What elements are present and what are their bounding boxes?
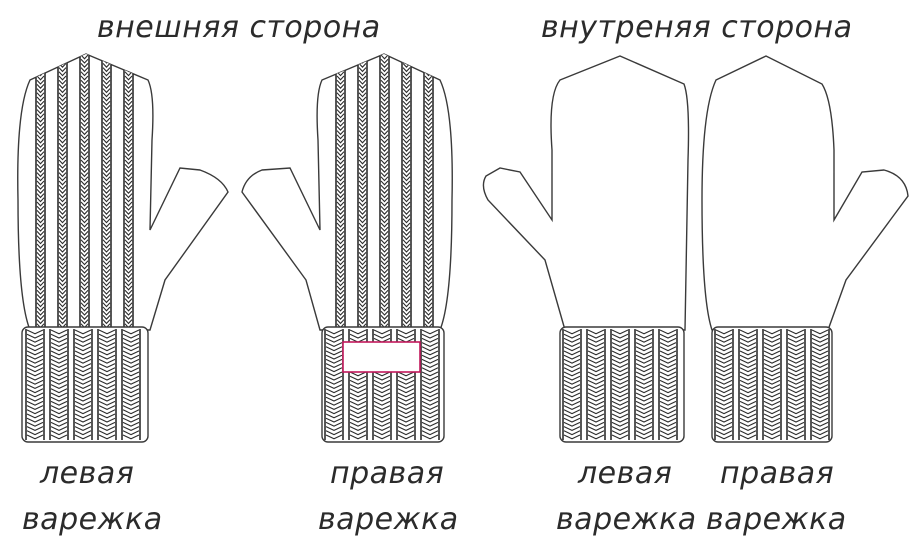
inner-left-cuff-rib-5 <box>658 329 678 440</box>
outer-right-cuff-rib-1 <box>324 329 344 440</box>
heading-outer-side: внешняя сторона <box>97 10 381 45</box>
outer-right-rib-3 <box>379 54 390 330</box>
inner-left-mitten <box>482 55 690 443</box>
outer-left-rib-3 <box>79 54 90 330</box>
inner-left-mitten-body <box>482 55 690 331</box>
caption-inner-left-line1: левая <box>578 456 673 491</box>
inner-left-cuff-rib-4 <box>634 329 654 440</box>
inner-right-cuff-rib-4 <box>786 329 806 440</box>
caption-inner-right-line2: варежка <box>706 502 847 537</box>
outer-right-rib-1 <box>335 54 346 330</box>
outer-left-mitten <box>17 53 229 443</box>
caption-outer-left-line2: варежка <box>22 502 163 537</box>
outer-left-cuff-rib-1 <box>25 329 45 440</box>
outer-left-cuff-rib-5 <box>121 329 141 440</box>
caption-outer-right-line1: правая <box>330 456 445 491</box>
caption-outer-left-line1: левая <box>40 456 135 491</box>
inner-left-cuff-rib-2 <box>586 329 606 440</box>
inner-left-cuff-rib-1 <box>562 329 582 440</box>
outer-left-cuff-rib-3 <box>73 329 93 440</box>
outer-right-mitten-body <box>241 53 453 331</box>
outer-left-rib-5 <box>123 54 134 330</box>
outer-left-cuff-rib-2 <box>49 329 69 440</box>
label-patch <box>342 341 421 373</box>
heading-inner-side: внутреняя сторона <box>541 10 853 45</box>
inner-right-cuff-rib-3 <box>762 329 782 440</box>
outer-left-rib-4 <box>101 54 112 330</box>
inner-right-mitten-body <box>701 55 909 331</box>
caption-outer-right-line2: варежка <box>318 502 459 537</box>
outer-right-rib-5 <box>423 54 434 330</box>
outer-left-mitten-body <box>17 53 229 331</box>
inner-left-cuff-rib-3 <box>610 329 630 440</box>
caption-inner-left-line2: варежка <box>556 502 697 537</box>
outer-left-rib-1 <box>35 54 46 330</box>
inner-right-mitten <box>701 55 909 443</box>
outer-right-rib-2 <box>357 54 368 330</box>
outer-left-rib-2 <box>57 54 68 330</box>
outer-right-rib-4 <box>401 54 412 330</box>
outer-left-cuff-rib-4 <box>97 329 117 440</box>
inner-right-cuff-rib-2 <box>738 329 758 440</box>
inner-right-cuff-rib-5 <box>810 329 830 440</box>
caption-inner-right-line1: правая <box>720 456 835 491</box>
outer-right-mitten <box>241 53 453 443</box>
inner-right-cuff-rib-1 <box>714 329 734 440</box>
outer-right-cuff-rib-5 <box>420 329 440 440</box>
